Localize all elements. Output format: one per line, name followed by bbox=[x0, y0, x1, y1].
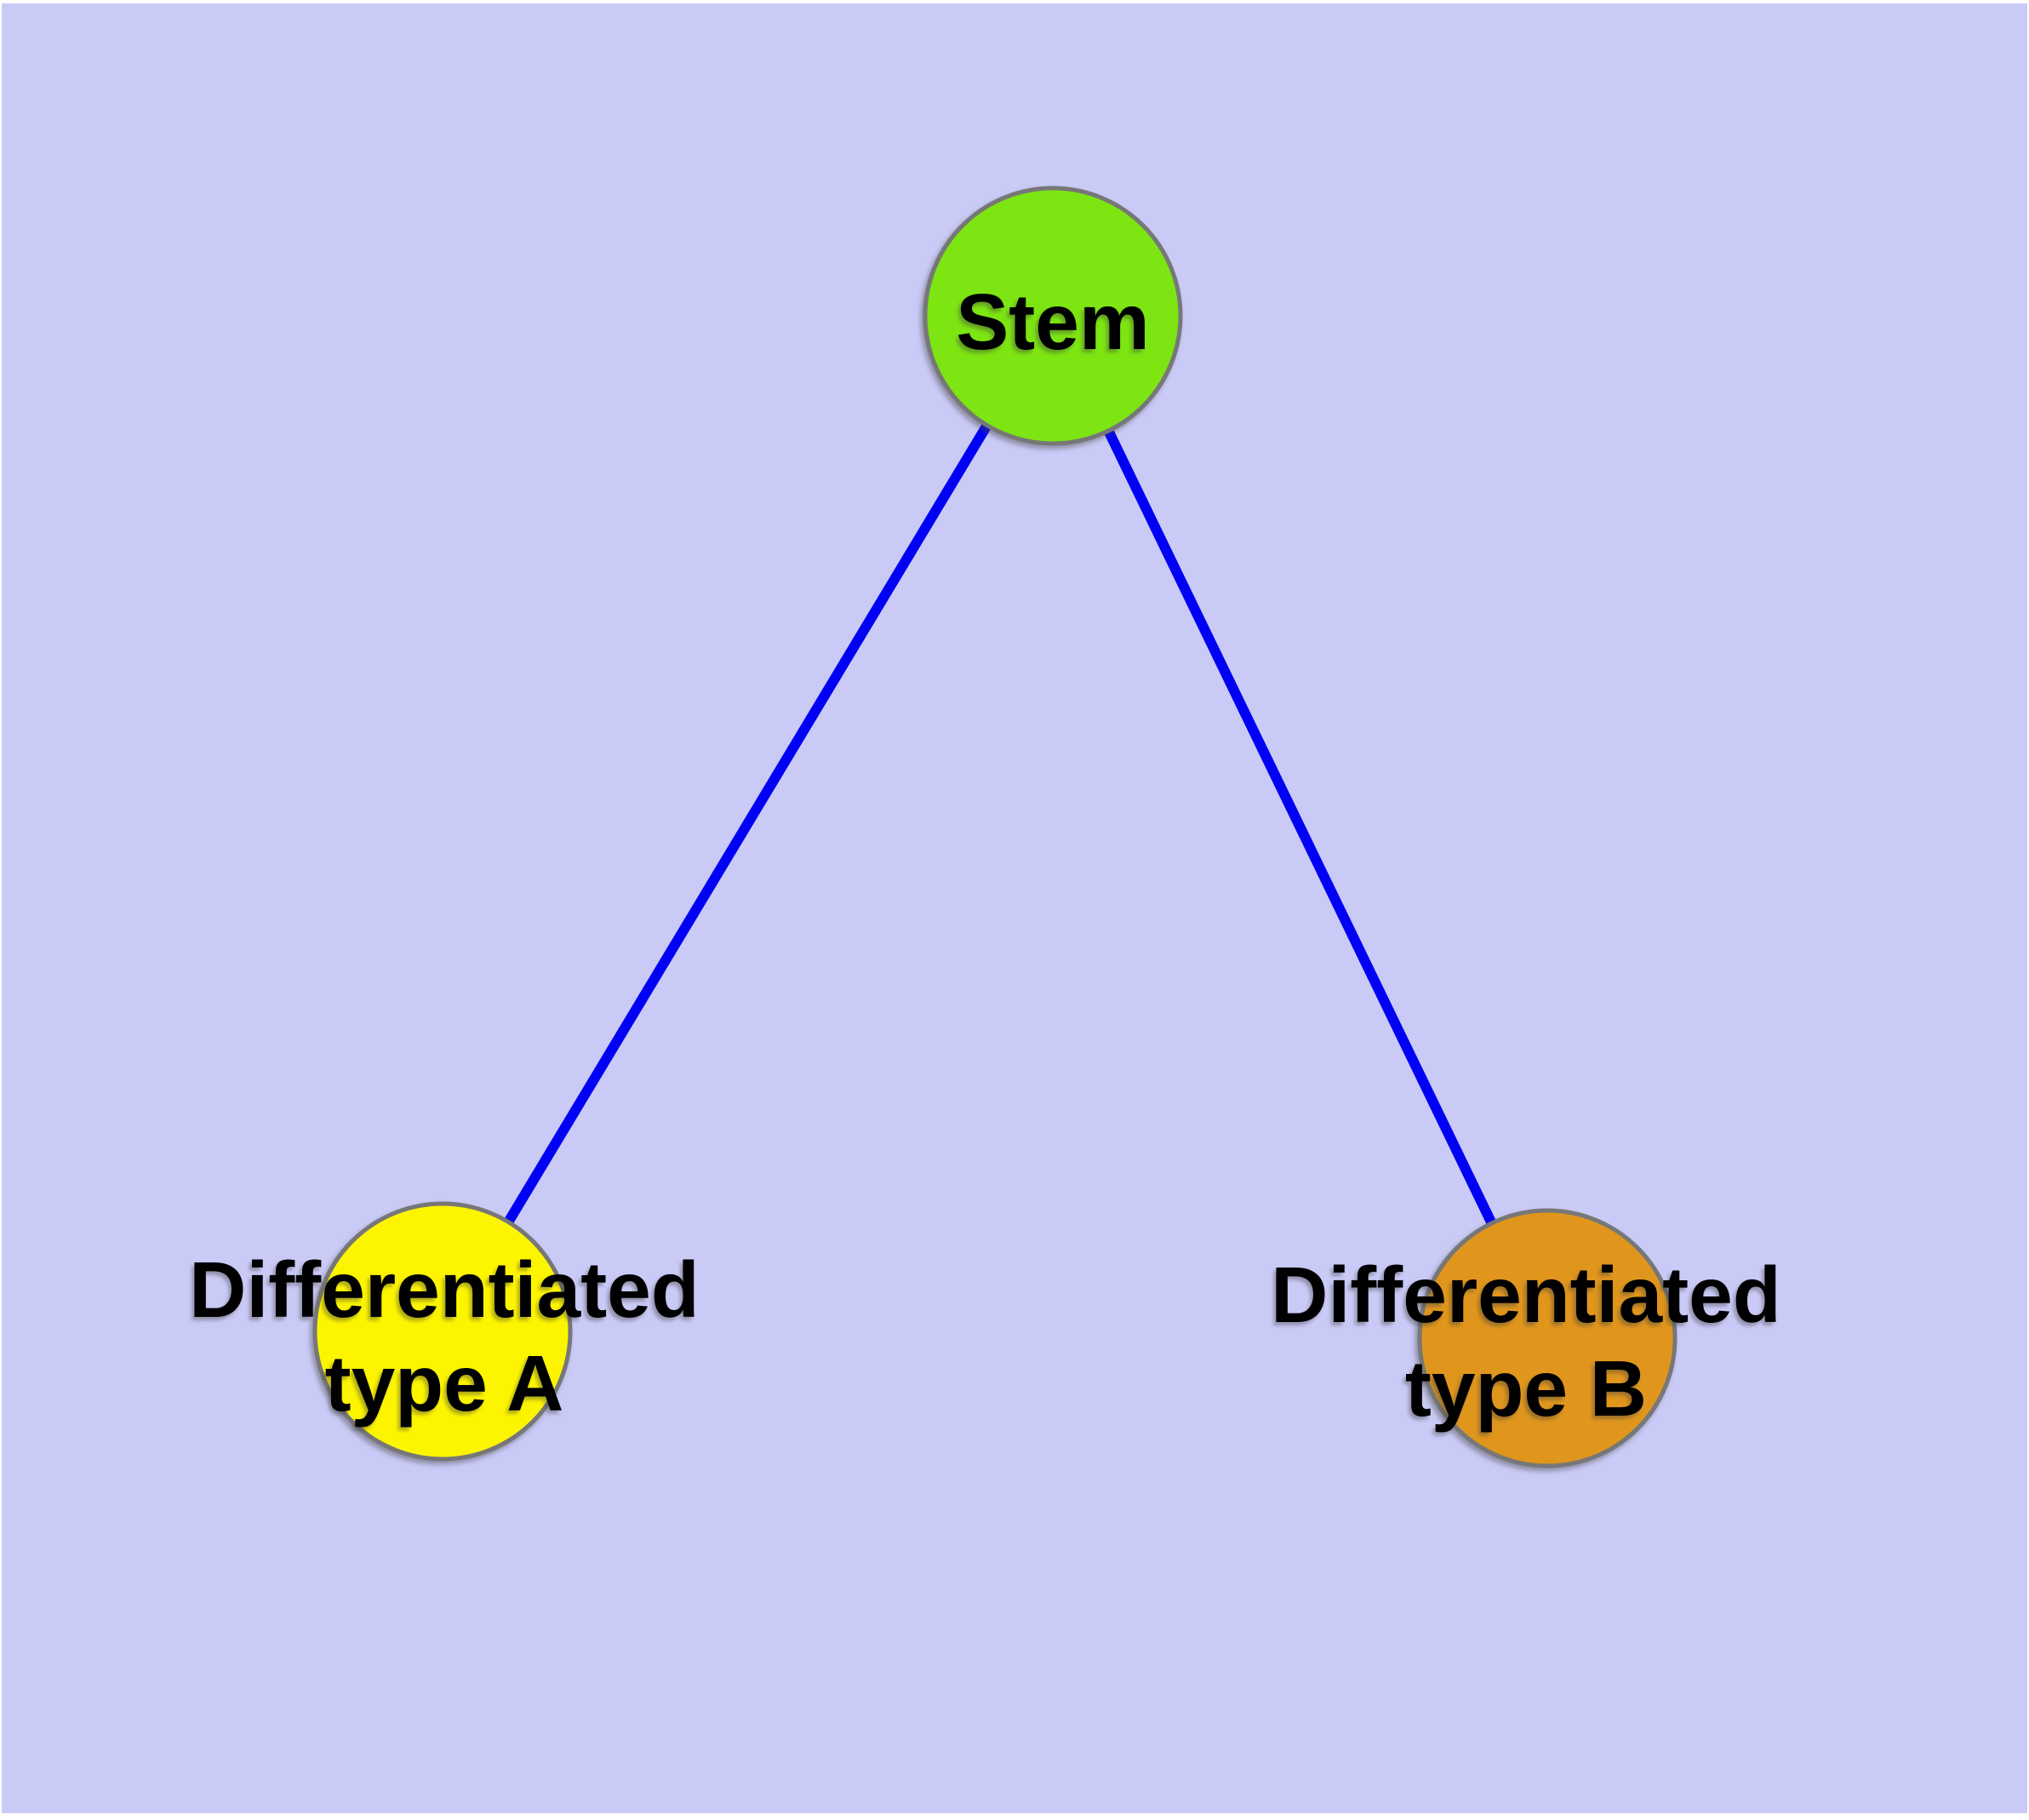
edge-stem-to-type-a bbox=[437, 312, 1058, 1335]
stem-node-circle bbox=[923, 186, 1183, 446]
type-a-node-circle bbox=[312, 1201, 573, 1462]
type-b-node-label-line1: Differentiated bbox=[1271, 1251, 1780, 1339]
type-a-node-label-line2: type A bbox=[325, 1339, 564, 1428]
type-a-node-label-line1: Differentiated bbox=[189, 1245, 699, 1334]
edge-stem-to-type-b bbox=[1048, 313, 1552, 1341]
type-b-node-circle bbox=[1417, 1208, 1677, 1468]
type-b-node-label-line2: type B bbox=[1405, 1344, 1647, 1433]
stem-node-label: Stem bbox=[956, 278, 1149, 366]
